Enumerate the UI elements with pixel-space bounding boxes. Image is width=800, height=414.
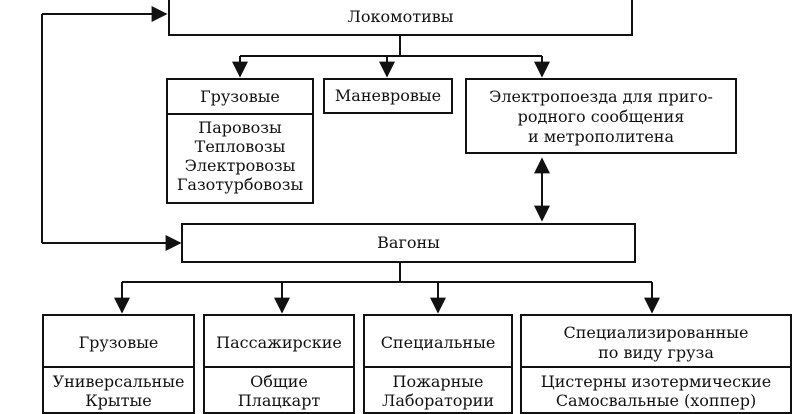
loco-freight-item: Паровозы [198, 118, 282, 137]
diagram-connectors [41, 6, 660, 314]
shunting-box: Маневровые [323, 78, 453, 114]
specialized-item: Цистерны изотермические [540, 372, 772, 391]
passenger-box: Пассажирские Общие Плацкарт [203, 314, 355, 414]
shunting-title: Маневровые [334, 86, 442, 105]
passenger-title: Пассажирские [216, 333, 342, 352]
passenger-item: Общие [250, 372, 308, 391]
wagon-freight-divider [44, 366, 193, 368]
electric-trains-line: родного сообщения [517, 107, 685, 126]
passenger-item: Плацкарт [237, 391, 321, 410]
special-divider [365, 366, 511, 368]
wagons-title: Вагоны [377, 233, 440, 252]
electric-trains-line: и метрополитена [527, 127, 675, 146]
specialized-list: Цистерны изотермические Самосвальные (хо… [522, 372, 790, 410]
special-item: Пожарные [392, 372, 484, 391]
loco-freight-title: Грузовые [200, 87, 280, 106]
wagon-freight-list: Универсальные Крытые [44, 372, 193, 410]
loco-freight-list: Паровозы Тепловозы Электровозы Газотурбо… [168, 118, 312, 194]
specialized-box: Специализированные по виду груза Цистерн… [520, 314, 792, 414]
electric-trains-text: Электропоезда для приго- родного сообщен… [467, 87, 735, 147]
wagon-freight-title: Грузовые [78, 333, 159, 352]
loco-freight-item: Газотурбовозы [176, 175, 304, 194]
wagon-freight-box: Грузовые Универсальные Крытые [42, 314, 195, 414]
electric-trains-line: Электропоезда для приго- [489, 87, 713, 106]
loco-freight-item: Электровозы [184, 156, 296, 175]
special-item: Лаборатории [382, 391, 494, 410]
wagons-box: Вагоны [181, 223, 636, 263]
loco-freight-divider [168, 113, 312, 115]
loco-freight-item: Тепловозы [194, 137, 286, 156]
locomotives-box: Локомотивы [168, 0, 633, 36]
wagon-freight-item: Крытые [85, 391, 152, 410]
specialized-title: Специализированные по виду груза [522, 323, 790, 363]
loco-freight-box: Грузовые Паровозы Тепловозы Электровозы … [166, 78, 314, 204]
special-title: Специальные [380, 333, 496, 352]
special-list: Пожарные Лаборатории [365, 372, 511, 410]
specialized-item: Самосвальные (хоппер) [555, 391, 757, 410]
specialized-divider [522, 366, 790, 368]
specialized-title-line: Специализированные [563, 323, 749, 342]
passenger-list: Общие Плацкарт [205, 372, 353, 410]
specialized-title-line: по виду груза [598, 343, 714, 362]
special-box: Специальные Пожарные Лаборатории [363, 314, 513, 414]
passenger-divider [205, 366, 353, 368]
electric-trains-box: Электропоезда для приго- родного сообщен… [465, 78, 737, 154]
locomotives-title: Локомотивы [347, 7, 454, 26]
wagon-freight-item: Универсальные [52, 372, 185, 391]
